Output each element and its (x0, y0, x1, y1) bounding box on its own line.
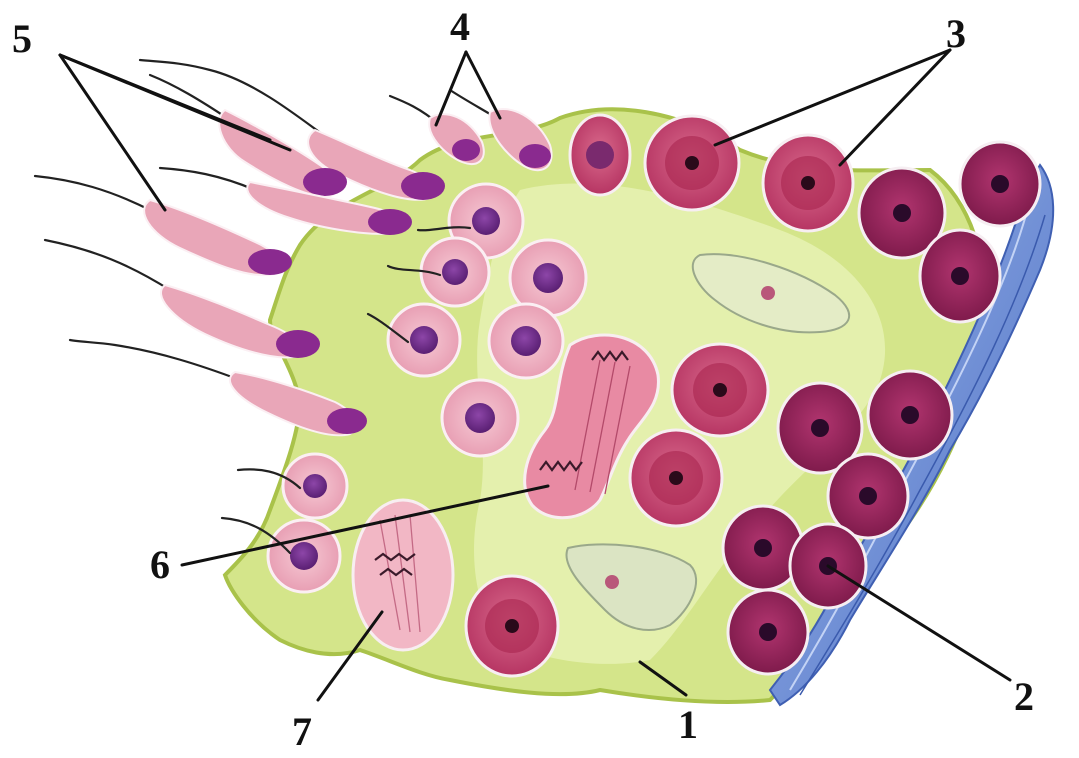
leader-3b (840, 50, 950, 165)
spermatocyte-nucleus (586, 141, 614, 169)
sperm-head (327, 408, 367, 434)
label-2: 2 (1014, 674, 1034, 719)
spermatid (268, 520, 340, 592)
spermatogonium-nucleus (991, 175, 1009, 193)
leader-2 (828, 566, 1010, 680)
label-6: 6 (150, 542, 170, 587)
sperm-tail (70, 340, 240, 380)
spermatocyte-nucleus (505, 619, 519, 633)
sperm-head (276, 330, 320, 358)
spermatozoa-4 (390, 90, 552, 170)
label-7: 7 (292, 709, 312, 754)
leader-5b (60, 55, 290, 150)
sertoli-nucleolus-upper (761, 286, 775, 300)
sperm-head (452, 139, 480, 161)
spermatid (489, 304, 563, 378)
sperm-head (519, 144, 551, 168)
spermatogonium-nucleus (859, 487, 877, 505)
sperm-tail (35, 176, 150, 210)
sperm-head (248, 249, 292, 275)
leader-3a (715, 50, 950, 145)
spermatocyte-nucleus (801, 176, 815, 190)
spermatid (388, 304, 460, 376)
sperm-tail (160, 168, 255, 190)
spermatocyte-nucleus (669, 471, 683, 485)
spermatid (283, 454, 347, 518)
spermatogonium-nucleus (811, 419, 829, 437)
spermatogonium-nucleus (759, 623, 777, 641)
sperm-tail (45, 240, 170, 290)
label-3: 3 (946, 11, 966, 56)
sperm-head (303, 168, 347, 196)
spermatid (442, 380, 518, 456)
sertoli-nucleolus-lower (605, 575, 619, 589)
sperm-head (368, 209, 412, 235)
label-1: 1 (678, 702, 698, 747)
label-4: 4 (450, 4, 470, 49)
dividing-cell-7 (353, 500, 453, 650)
spermatocyte-nucleus (685, 156, 699, 170)
sperm-head (401, 172, 445, 200)
spermatogonium-nucleus (901, 406, 919, 424)
spermatogonium-nucleus (754, 539, 772, 557)
leader-4b (466, 52, 500, 118)
label-5: 5 (12, 16, 32, 61)
spermatogonium-nucleus (893, 204, 911, 222)
spermatocyte-nucleus (713, 383, 727, 397)
spermatogonium-nucleus (951, 267, 969, 285)
